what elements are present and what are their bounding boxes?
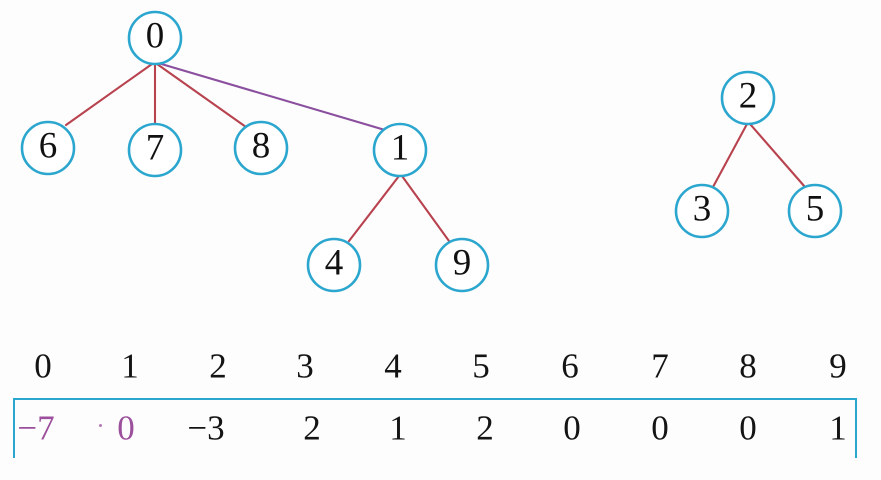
edges-layer — [64, 61, 807, 243]
node-label-7: 7 — [146, 127, 165, 168]
edge-2-3 — [711, 122, 749, 189]
array-index-7: 7 — [651, 346, 669, 386]
array-index-6: 6 — [561, 346, 579, 386]
array-value-5[interactable]: 2 — [476, 408, 494, 448]
tree-node-5[interactable]: 5 — [787, 183, 843, 239]
edge-0-6 — [64, 62, 154, 127]
node-circle-4 — [306, 237, 362, 293]
nodes-layer: 0 6 7 8 1 4 9 2 3 5 — [20, 10, 843, 293]
node-label-2: 2 — [739, 75, 758, 116]
tree-node-3[interactable]: 3 — [674, 183, 730, 239]
edge-1-9 — [400, 174, 451, 243]
tree-node-8[interactable]: 8 — [233, 120, 289, 176]
tree-node-7[interactable]: 7 — [127, 122, 183, 178]
node-label-3: 3 — [693, 188, 712, 229]
array-value-8[interactable]: 0 — [739, 408, 757, 448]
array-value-4[interactable]: 1 — [389, 408, 407, 448]
tree-node-9[interactable]: 9 — [434, 237, 490, 293]
array-index-8: 8 — [739, 346, 757, 386]
node-label-1: 1 — [391, 127, 410, 168]
tree-right-edges — [711, 122, 807, 189]
node-label-8: 8 — [252, 125, 271, 166]
tree-left-nodes: 0 6 7 8 1 4 9 — [20, 10, 490, 293]
node-circle-1 — [372, 122, 428, 178]
array-index-4: 4 — [384, 346, 402, 386]
node-label-6: 6 — [39, 125, 58, 166]
array-value-9[interactable]: 1 — [829, 408, 847, 448]
array-value-6[interactable]: 0 — [563, 408, 581, 448]
edge-2-5 — [748, 122, 807, 189]
edge-1-4 — [347, 174, 401, 243]
array-index-5: 5 — [472, 346, 490, 386]
array-value-7[interactable]: 0 — [651, 408, 669, 448]
edge-0-1 — [156, 61, 387, 132]
tree-node-1[interactable]: 1 — [372, 122, 428, 178]
array-index-2: 2 — [209, 346, 227, 386]
node-circle-3 — [674, 183, 730, 239]
array-value-3[interactable]: 2 — [303, 408, 321, 448]
tree-right-nodes: 2 3 5 — [674, 70, 843, 239]
ink-speck — [99, 424, 102, 427]
node-circle-6 — [20, 120, 76, 176]
array-index-1: 1 — [121, 346, 139, 386]
edge-0-8 — [155, 62, 248, 129]
node-circle-5 — [787, 183, 843, 239]
node-circle-8 — [233, 120, 289, 176]
node-circle-7 — [127, 122, 183, 178]
node-circle-9 — [434, 237, 490, 293]
array-value-1[interactable]: 0 — [117, 408, 135, 448]
tree-node-2[interactable]: 2 — [720, 70, 776, 126]
array-value-0[interactable]: −7 — [17, 408, 55, 448]
array-value-2[interactable]: −3 — [187, 408, 225, 448]
tree-left-edges — [64, 61, 451, 243]
node-label-4: 4 — [325, 242, 344, 283]
array-index-9: 9 — [829, 346, 847, 386]
node-label-9: 9 — [453, 242, 472, 283]
tree-node-4[interactable]: 4 — [306, 237, 362, 293]
array-index-3: 3 — [296, 346, 314, 386]
node-circle-2 — [720, 70, 776, 126]
node-label-0: 0 — [146, 15, 165, 56]
array-index-0: 0 — [34, 346, 52, 386]
node-label-5: 5 — [806, 188, 825, 229]
tree-node-0[interactable]: 0 — [127, 10, 183, 66]
tree-node-6[interactable]: 6 — [20, 120, 76, 176]
node-circle-0 — [127, 10, 183, 66]
